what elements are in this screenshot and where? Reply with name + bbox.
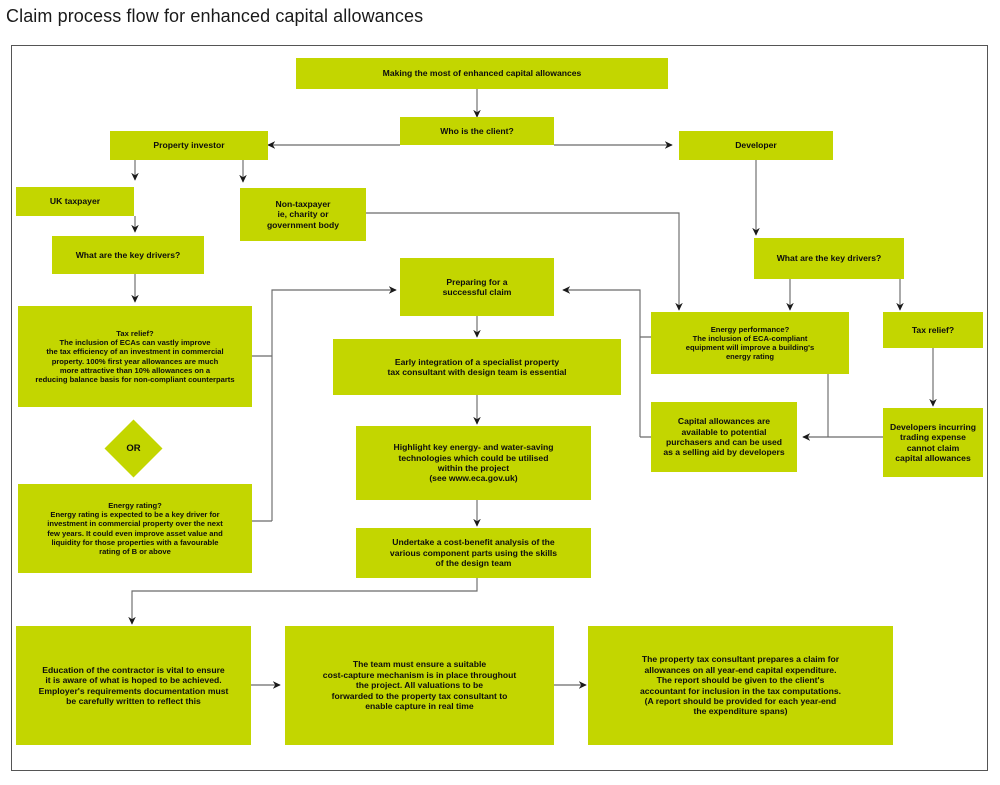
node-key-drivers-right[interactable]: What are the key drivers? <box>754 238 904 279</box>
node-tax-relief-left[interactable]: Tax relief? The inclusion of ECAs can va… <box>18 306 252 407</box>
node-early-integration[interactable]: Early integration of a specialist proper… <box>333 339 621 395</box>
node-root[interactable]: Making the most of enhanced capital allo… <box>296 58 668 89</box>
node-capital-allowances-purchasers[interactable]: Capital allowances are available to pote… <box>651 402 797 472</box>
node-developers-trading-expense[interactable]: Developers incurring trading expense can… <box>883 408 983 477</box>
node-who-is-client[interactable]: Who is the client? <box>400 117 554 145</box>
node-uk-taxpayer[interactable]: UK taxpayer <box>16 187 134 216</box>
node-highlight-technologies[interactable]: Highlight key energy- and water-saving t… <box>356 426 591 500</box>
page-title: Claim process flow for enhanced capital … <box>6 6 424 26</box>
node-developer[interactable]: Developer <box>679 131 833 160</box>
node-final-claim[interactable]: The property tax consultant prepares a c… <box>588 626 893 745</box>
node-energy-performance[interactable]: Energy performance? The inclusion of ECA… <box>651 312 849 374</box>
node-education-contractor[interactable]: Education of the contractor is vital to … <box>16 626 251 745</box>
node-or-diamond-label: OR <box>126 443 141 454</box>
node-non-taxpayer[interactable]: Non-taxpayer ie, charity or government b… <box>240 188 366 241</box>
node-tax-relief-right[interactable]: Tax relief? <box>883 312 983 348</box>
node-energy-rating-left[interactable]: Energy rating? Energy rating is expected… <box>18 484 252 573</box>
node-cost-capture[interactable]: The team must ensure a suitable cost-cap… <box>285 626 554 745</box>
node-preparing-claim[interactable]: Preparing for a successful claim <box>400 258 554 316</box>
node-key-drivers-left[interactable]: What are the key drivers? <box>52 236 204 274</box>
node-property-investor[interactable]: Property investor <box>110 131 268 160</box>
node-cost-benefit-analysis[interactable]: Undertake a cost-benefit analysis of the… <box>356 528 591 578</box>
